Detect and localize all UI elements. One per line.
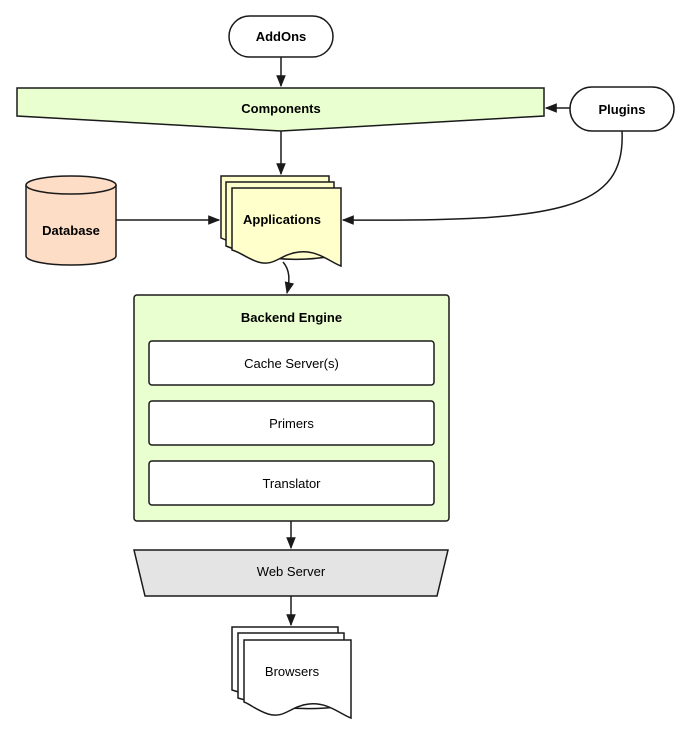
cache-server-box (148, 340, 435, 386)
database-node-shape (25, 175, 117, 266)
web-server-node-shape (133, 549, 449, 597)
plugins-node-shape (569, 86, 675, 132)
browsers-node-shape (231, 626, 352, 720)
edge-applications-to-backend (282, 261, 295, 295)
components-node-shape (16, 87, 545, 132)
translator-box (148, 460, 435, 506)
edge-plugins-to-applications (341, 130, 623, 225)
applications-node-shape (220, 175, 342, 268)
primers-box (148, 400, 435, 446)
addons-node-shape (228, 15, 334, 58)
